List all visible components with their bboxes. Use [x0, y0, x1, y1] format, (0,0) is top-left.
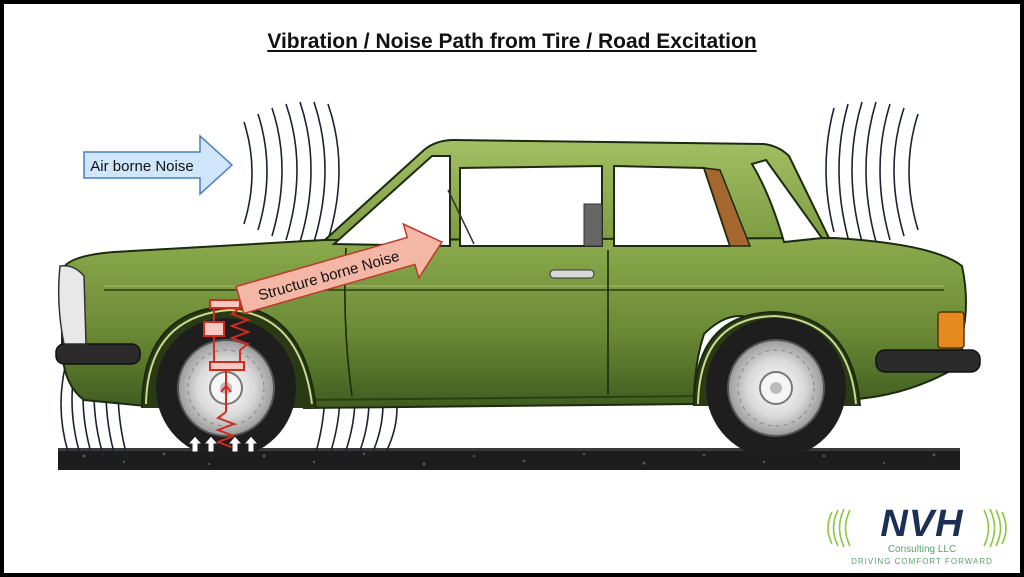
spring-icon: [215, 411, 237, 449]
logo-company: Consulting LLC: [887, 544, 957, 555]
airborne-noise-arrow: Air borne Noise: [83, 134, 234, 196]
spring-icon: [229, 307, 251, 362]
suspension-diagram: [203, 299, 251, 449]
sound-wave-icon: [827, 508, 1007, 548]
diagram-title: Vibration / Noise Path from Tire / Road …: [267, 30, 757, 53]
road-surface: [58, 448, 960, 470]
slide: Vibration / Noise Path from Tire / Road …: [4, 4, 1020, 573]
car-bumpers: [55, 264, 981, 373]
sound-wave-icon: [243, 101, 340, 243]
logo-name: NVH: [880, 503, 964, 545]
car-windows: [331, 155, 824, 248]
company-logo: NVH Consulting LLC DRIVING COMFORT FORWA…: [822, 504, 1012, 570]
upward-arrow-icon: [186, 435, 260, 453]
airborne-noise-label: Air borne Noise: [90, 158, 193, 175]
car-diagram: Air borne Noise Structure borne Noise: [55, 101, 981, 470]
rear-wheel: [706, 318, 846, 458]
damper-icon: [203, 308, 225, 362]
sound-wave-icon: [825, 101, 919, 243]
logo-tagline: DRIVING COMFORT FORWARD: [851, 557, 993, 566]
